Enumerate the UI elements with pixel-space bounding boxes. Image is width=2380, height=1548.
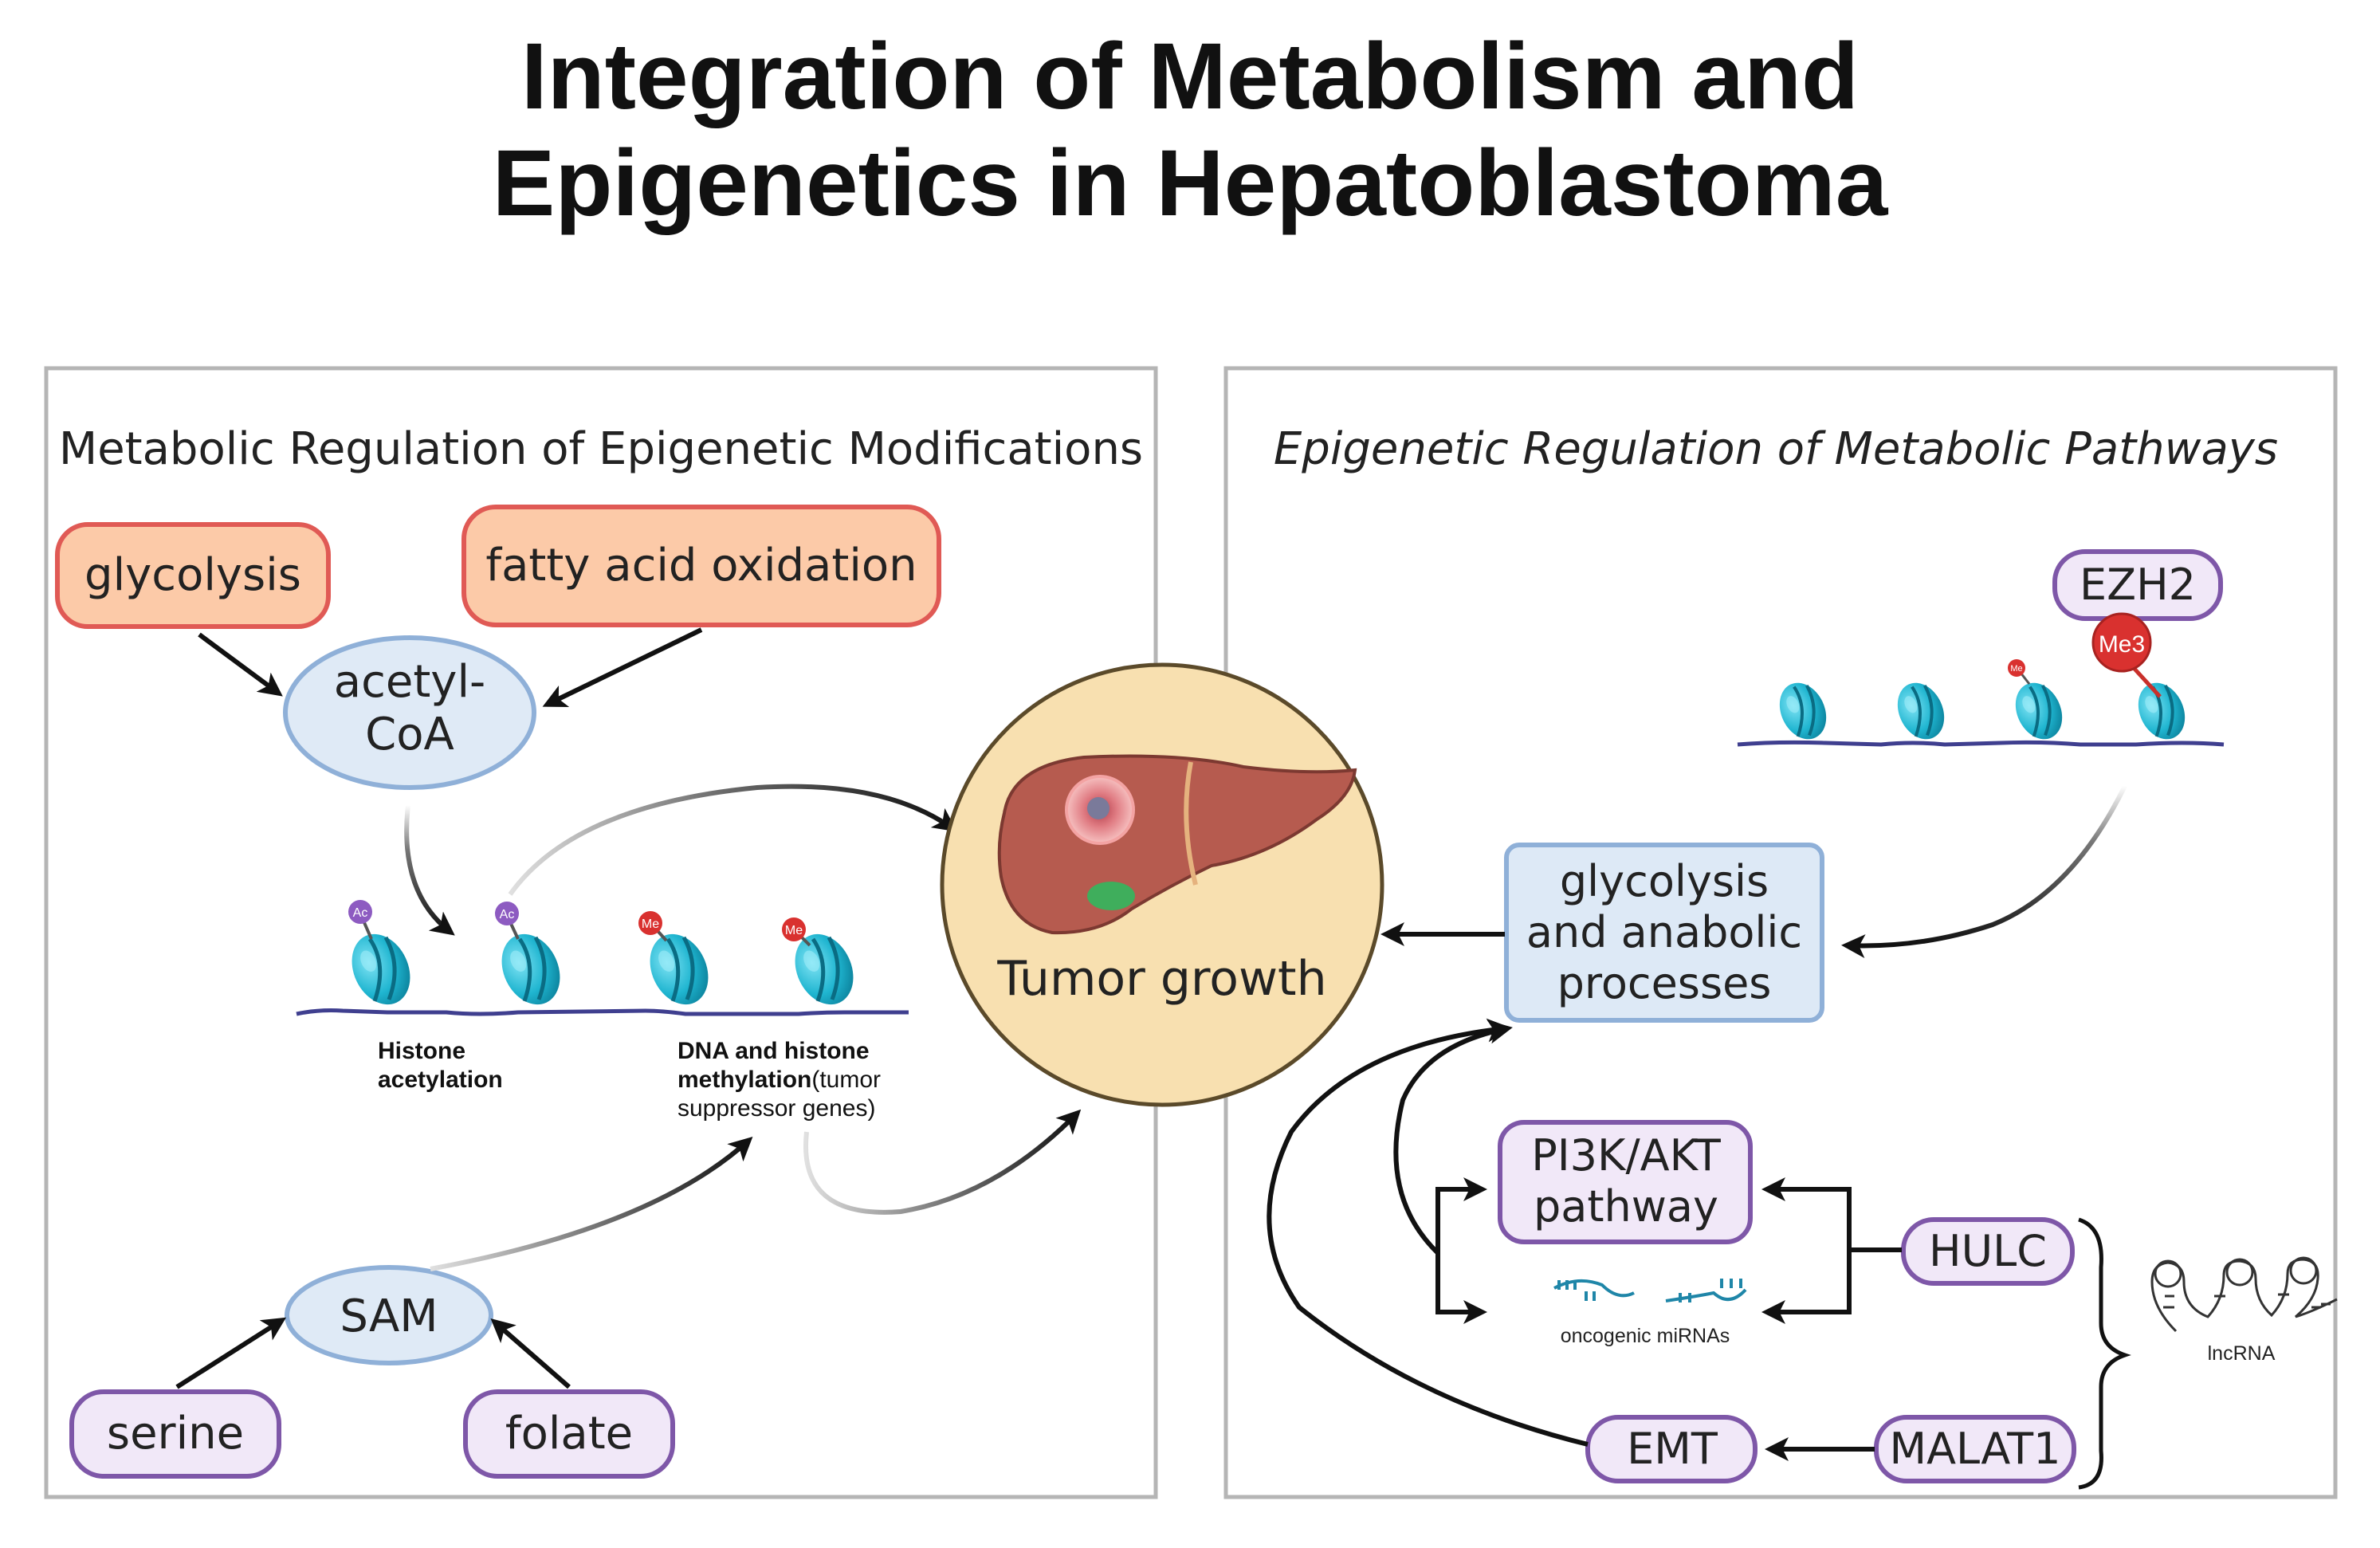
arrow-bracket-to-pi3k xyxy=(1435,1177,1487,1253)
folate-label: folate xyxy=(505,1408,633,1460)
methylation-caption-rest: (tumor xyxy=(811,1067,881,1093)
methylation-caption-bold: methylation xyxy=(677,1067,811,1093)
nucleosome-icon xyxy=(2130,675,2193,747)
folate-node xyxy=(463,1389,675,1479)
arrow-serine-to-sam xyxy=(175,1317,287,1389)
right-panel-heading: Epigenetic Regulation of Metabolic Pathw… xyxy=(1274,423,2278,475)
histone-acetylation-caption-line2: acetylation xyxy=(378,1067,503,1093)
arrow-emt-to-glycolysis xyxy=(1267,1018,1589,1447)
glycolysis-node xyxy=(55,522,331,629)
diagram-title-line1: Integration of Metabolism and xyxy=(521,24,1859,129)
nucleosome-icon xyxy=(491,925,571,1014)
lncrna-hairpin-icon xyxy=(2150,1256,2338,1333)
arrow-bracket-to-mirnas xyxy=(1435,1253,1487,1324)
methyl-mark-icon xyxy=(2008,659,2025,677)
arrow-glycolysis-to-acetylcoa xyxy=(198,632,283,697)
sam-node xyxy=(285,1265,493,1365)
fatty-acid-oxidation-node xyxy=(461,505,941,627)
arrow-hulc-branch xyxy=(1761,1177,1902,1252)
arrow-folate-to-sam xyxy=(490,1318,571,1389)
methyl-mark-label: Me xyxy=(2010,664,2022,674)
methylation-caption-line2: methylation(tumor xyxy=(677,1067,881,1093)
oncogenic-mirnas-label: oncogenic miRNAs xyxy=(1561,1325,1730,1347)
methyl-mark-label: Me xyxy=(785,924,803,937)
arrow-hulc-to-mirnas xyxy=(1761,1250,1852,1324)
nucleosome-icon xyxy=(639,925,720,1014)
arrow-acetylcoa-to-histone xyxy=(404,804,455,936)
glycolysis-anabolic-label-line2: and anabolic xyxy=(1526,907,1802,957)
serine-node xyxy=(69,1389,281,1479)
acetyl-coa-label-line2: CoA xyxy=(365,709,454,760)
arrow-methylation-to-tumor xyxy=(803,1109,1082,1215)
arrow-sam-to-methylation xyxy=(430,1136,753,1271)
nucleosome-icon xyxy=(341,925,422,1014)
mirna-icon xyxy=(1553,1279,1747,1302)
methyl-mark-icon xyxy=(638,911,662,935)
nucleosome-icon xyxy=(2007,675,2071,747)
methyl-mark-icon xyxy=(782,917,806,941)
diagram-title-line2: Epigenetics in Hepatoblastoma xyxy=(493,131,1889,236)
glycolysis-anabolic-label-line1: glycolysis xyxy=(1560,856,1769,906)
dna-strand-right xyxy=(1737,740,2225,747)
tumor-growth-label: Tumor growth xyxy=(996,951,1326,1007)
emt-label: EMT xyxy=(1627,1424,1718,1474)
malat1-label: MALAT1 xyxy=(1890,1424,2061,1474)
arrow-acetylation-to-tumor xyxy=(508,784,957,896)
left-panel-heading: Metabolic Regulation of Epigenetic Modif… xyxy=(59,423,1143,475)
liver-tumor-icon xyxy=(997,754,1357,935)
emt-node xyxy=(1585,1415,1758,1483)
acetyl-mark-label: Ac xyxy=(353,906,368,920)
pi3k-akt-label-line1: PI3K/AKT xyxy=(1531,1130,1722,1181)
dna-strand-left xyxy=(296,1008,909,1016)
pi3k-akt-node xyxy=(1498,1120,1753,1244)
hulc-label: HULC xyxy=(1929,1226,2047,1276)
pi3k-akt-label-line2: pathway xyxy=(1534,1181,1718,1232)
ezh2-label: EZH2 xyxy=(2080,560,2196,610)
fatty-acid-oxidation-label: fatty acid oxidation xyxy=(485,540,917,591)
methyl-mark-label: Me xyxy=(642,917,659,931)
curly-brace-icon xyxy=(2078,1217,2131,1490)
histone-acetylation-caption-line1: Histone xyxy=(378,1038,465,1064)
lncrna-label: lncRNA xyxy=(2208,1342,2276,1365)
malat1-node xyxy=(1874,1415,2076,1483)
arrow-pi3k-to-glycolysis xyxy=(1393,1020,1513,1255)
glycolysis-anabolic-label-line3: processes xyxy=(1557,958,1772,1008)
nucleosome-icon xyxy=(1889,675,1953,747)
methylation-caption-line3: suppressor genes) xyxy=(677,1095,875,1122)
nucleosome-icon xyxy=(1771,675,1835,747)
me3-mark-label: Me3 xyxy=(2099,631,2145,658)
hulc-node xyxy=(1901,1217,2075,1286)
glycolysis-anabolic-node xyxy=(1504,843,1824,1023)
methylation-caption-line1: DNA and histone xyxy=(677,1038,870,1064)
serine-label: serine xyxy=(107,1408,244,1460)
acetyl-mark-icon xyxy=(495,902,519,925)
acetyl-coa-label-line1: acetyl- xyxy=(334,656,485,708)
me3-mark-icon xyxy=(2091,612,2152,673)
acetyl-coa-node xyxy=(283,635,536,790)
glycolysis-label: glycolysis xyxy=(84,549,301,601)
acetyl-mark-icon xyxy=(348,900,372,924)
sam-label: SAM xyxy=(340,1291,438,1342)
acetyl-mark-label: Ac xyxy=(500,908,515,921)
arrow-ezh2-to-glycolysis xyxy=(1841,784,2127,959)
arrow-fao-to-acetylcoa xyxy=(542,627,703,708)
